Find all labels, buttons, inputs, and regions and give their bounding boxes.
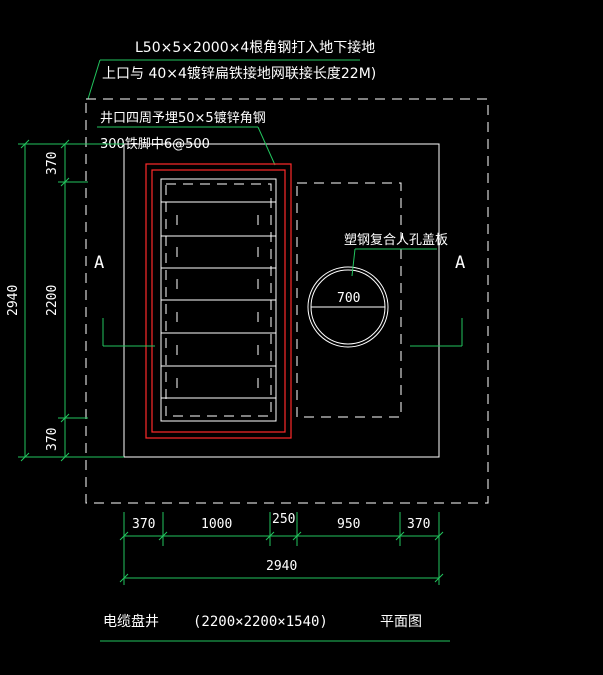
dim-horizontal-part-2: 1000 [201, 517, 232, 532]
note-leader-1 [87, 59, 101, 100]
dim-horizontal-part-3: 250 [272, 512, 295, 527]
title-size: (2200×2200×1540) [193, 614, 328, 630]
dim-tick [158, 531, 168, 541]
dim-vertical-part-1: 370 [45, 152, 60, 175]
outer-boundary-dashed [85, 98, 489, 504]
step-rungs [176, 215, 259, 388]
dim-tick [60, 139, 70, 149]
dim-tick [434, 531, 444, 541]
manhole-cover-dashed [296, 182, 402, 418]
section-mark-right: A [410, 253, 465, 347]
cable-ladder-rungs [161, 201, 276, 399]
dim-tick [119, 573, 129, 583]
cover-note: 塑钢复合人孔盖板 [344, 233, 448, 277]
dim-tick [292, 531, 302, 541]
angle-steel-note: 井口四周予埋50×5镀锌角钢 300铁脚中6@500 [97, 110, 276, 166]
dim-tick [265, 531, 275, 541]
dim-vertical-part-2: 2200 [45, 285, 60, 316]
note-line-4: 300铁脚中6@500 [100, 136, 210, 152]
title-block: 电缆盘井 (2200×2200×1540) 平面图 [100, 613, 450, 642]
dim-tick [434, 573, 444, 583]
cover-label: 塑钢复合人孔盖板 [344, 233, 448, 248]
note-line-1: L50×5×2000×4根角钢打入地下接地 [135, 39, 375, 56]
grounding-note: L50×5×2000×4根角钢打入地下接地 上口与 40×4镀锌扁铁接地网联接长… [87, 39, 376, 100]
dim-tick [20, 139, 30, 149]
note-line-2: 上口与 40×4镀锌扁铁接地网联接长度22M) [102, 65, 376, 82]
title-view: 平面图 [380, 614, 422, 630]
section-letter-left: A [94, 253, 104, 273]
vertical-dimensions: 2940 370 2200 370 [6, 139, 124, 462]
dim-tick [60, 413, 70, 423]
dim-horizontal-part-5: 370 [407, 517, 430, 532]
angle-steel-frame-inner [151, 169, 286, 433]
cover-note-leader [351, 248, 356, 277]
manhole-circle-outer [307, 266, 389, 348]
dim-tick [60, 177, 70, 187]
dim-vertical-total-label: 2940 [6, 285, 21, 316]
dim-tick [20, 452, 30, 462]
note-leader-3 [257, 126, 276, 166]
manhole-diameter-label: 700 [337, 291, 360, 306]
dim-vertical-part-3: 370 [45, 428, 60, 451]
dim-tick [119, 531, 129, 541]
dim-horizontal-total-label: 2940 [266, 559, 297, 574]
dim-horizontal-part-4: 950 [337, 517, 360, 532]
angle-steel-frame-outer [145, 163, 292, 439]
section-mark-left: A [94, 253, 155, 347]
well-outline [123, 143, 440, 458]
horizontal-dimensions: 370 1000 250 950 370 2940 [119, 512, 444, 585]
dim-horizontal-part-1: 370 [132, 517, 155, 532]
section-letter-right: A [455, 253, 465, 273]
title-name: 电缆盘井 [103, 613, 159, 630]
dim-tick [60, 452, 70, 462]
dim-tick [395, 531, 405, 541]
note-line-3: 井口四周予埋50×5镀锌角钢 [100, 110, 266, 126]
